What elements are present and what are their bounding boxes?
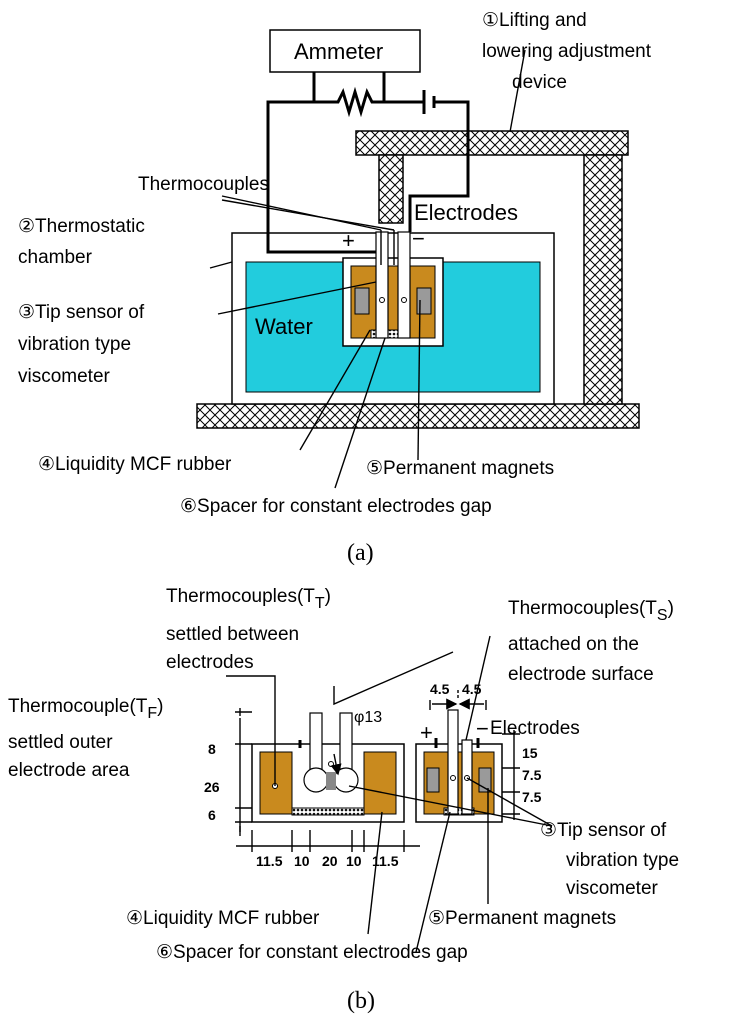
electrodes-label-b: Electrodes [490,718,580,739]
leader-magnets [417,299,421,461]
electrode-outer-a [375,231,389,339]
spacer-label-b: ⑥Spacer for constant electrodes gap [156,942,468,963]
tip-label-3: viscometer [18,366,111,387]
lifting-arm [378,154,404,224]
tip-ball-left [303,767,329,793]
magnet-left-b [426,767,440,793]
electrode-outer-b [447,709,459,815]
plus-sign-b: + [420,720,433,745]
tip-label-b-2: vibration type [566,850,679,871]
dim-left-26: 26 [204,779,220,795]
lifting-column [583,154,623,405]
dim-top-2: 4.5 [462,681,482,697]
minus-sign-a: − [412,226,425,251]
caption-a: (a) [347,540,374,566]
thermostatic-label-2: chamber [18,247,93,268]
tip-gap-fill [326,772,336,790]
electrodes-label: Electrodes [414,200,518,225]
leader-spacer [334,337,386,489]
dim-bottom-1: 11.5 [256,853,283,869]
minus-sign-b: − [476,716,489,741]
leader-tip-b1 [348,785,553,827]
magnet-left-a [354,287,370,315]
plus-sign-a: + [342,228,355,253]
thermostatic-label-1: ②Thermostatic [18,216,145,237]
leader-ts [465,635,491,741]
spacer-b-left [291,807,365,816]
leader-lifting [509,49,526,133]
resistor [314,72,386,118]
dim-left-6: 6 [208,807,216,823]
tip-label-2: vibration type [18,334,131,355]
caption-b: (b) [347,988,375,1014]
dim-bottom-2: 10 [294,853,310,869]
electrode-inner-a [397,231,411,339]
dim-right-75a: 7.5 [522,767,542,783]
tt-label: Thermocouples(TT) [166,586,331,612]
leader-mcf-b [367,811,383,935]
phi-label: φ13 [354,709,382,726]
magnets-label-a: ⑤Permanent magnets [366,458,554,479]
panel-b: Thermocouples(TT) settled between electr… [8,586,679,1014]
leader-spacer-b [415,811,451,953]
dim-top-1: 4.5 [430,681,450,697]
ts-desc-1: attached on the [508,634,639,655]
leader-tip [217,281,377,315]
circuit-left [266,72,372,254]
tip-label-b-1: ③Tip sensor of [540,820,667,841]
mcf-label-b: ④Liquidity MCF rubber [126,908,320,929]
leader-tip-b2 [466,777,553,827]
thermocouple-wire-2 [221,199,395,231]
thermocouples-label: Thermocouples [138,174,269,195]
lifting-beam [355,130,629,156]
ts-desc-2: electrode surface [508,664,654,685]
dim-left-8: 8 [208,741,216,757]
spacer-label-a: ⑥Spacer for constant electrodes gap [180,496,492,517]
dim-bottom-5: 11.5 [372,853,399,869]
tip-label-1: ③Tip sensor of [18,302,145,323]
ammeter-label: Ammeter [294,39,383,64]
leader-chamber [209,261,233,269]
magnet-right-a [416,287,432,315]
dim-right-15: 15 [522,745,538,761]
thermocouple-wire-1 [221,195,382,231]
tf-label: Thermocouple(TF) [8,696,164,722]
leader-mcf [299,329,371,451]
ts-label: Thermocouples(TS) [508,598,674,624]
lifting-label-2: lowering adjustment [482,41,652,62]
tf-desc-1: settled outer [8,732,113,753]
tip-label-b-3: viscometer [566,878,659,899]
mcf-left-b2 [363,751,397,815]
tf-desc-2: electrode area [8,760,130,781]
tt-desc-2: electrodes [166,652,254,673]
dim-bottom-3: 20 [322,853,338,869]
leader-tt [333,651,454,706]
mcf-left-b1 [259,751,293,815]
dim-bottom-4: 10 [346,853,362,869]
water-label: Water [255,314,313,339]
circuit-right [408,100,470,232]
lifting-label-1: ①Lifting and [482,10,587,31]
mcf-label-a: ④Liquidity MCF rubber [38,454,232,475]
magnets-label-b: ⑤Permanent magnets [428,908,616,929]
dim-right-75b: 7.5 [522,789,542,805]
ammeter-box [269,29,421,73]
lifting-label-3: device [512,72,567,93]
leader-tf [226,675,276,786]
tt-desc-1: settled between [166,624,299,645]
panel-a: Ammeter ①Lifting and lowering adjustment… [18,10,652,566]
